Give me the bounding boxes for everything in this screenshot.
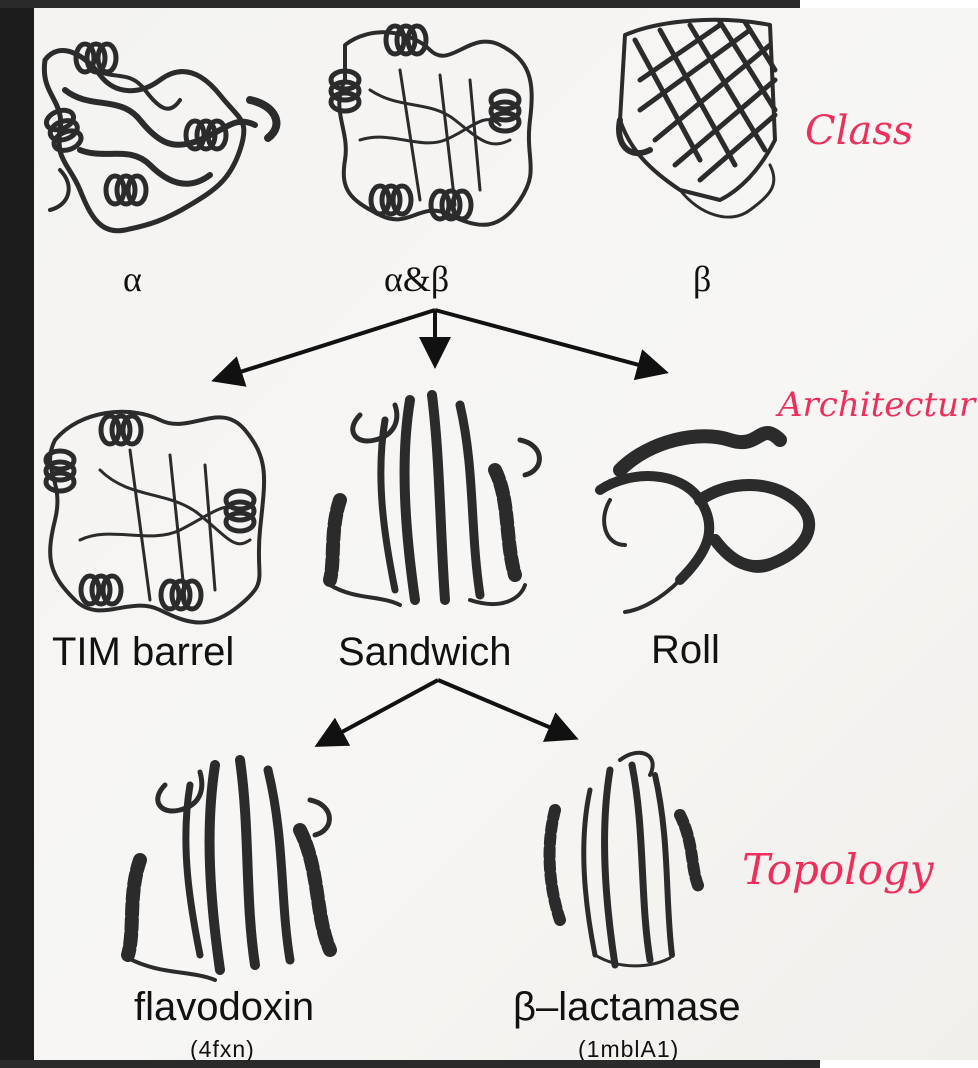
label-flavodoxin-code: (4fxn) <box>190 1036 255 1063</box>
label-sandwich: Sandwich <box>338 630 511 675</box>
flavodoxin-structure <box>128 760 330 980</box>
bottom-scan-border <box>0 1060 820 1068</box>
class-arrows <box>215 310 665 380</box>
architecture-arrows <box>318 680 575 745</box>
label-flavodoxin: flavodoxin <box>134 985 314 1030</box>
label-roll: Roll <box>651 628 720 673</box>
label-alpha-beta: α&β <box>384 258 449 300</box>
label-tim-barrel: TIM barrel <box>52 630 234 675</box>
tim-barrel-structure <box>46 412 264 623</box>
alpha-structure <box>44 44 277 231</box>
label-beta-lactamase: β–lactamase <box>513 985 741 1030</box>
label-beta: β <box>693 258 711 300</box>
roll-structure <box>600 433 809 612</box>
sandwich-structure <box>330 395 539 605</box>
label-beta-lactamase-code: (1mblA1) <box>578 1036 679 1063</box>
annotation-topology: Topology <box>742 845 934 894</box>
beta-lactamase-structure <box>550 753 700 966</box>
beta-structure <box>619 20 775 217</box>
annotation-class: Class <box>805 108 913 154</box>
annotation-architecture: Architectur <box>778 385 975 425</box>
alpha-beta-structure <box>331 26 532 225</box>
label-alpha: α <box>123 258 142 300</box>
